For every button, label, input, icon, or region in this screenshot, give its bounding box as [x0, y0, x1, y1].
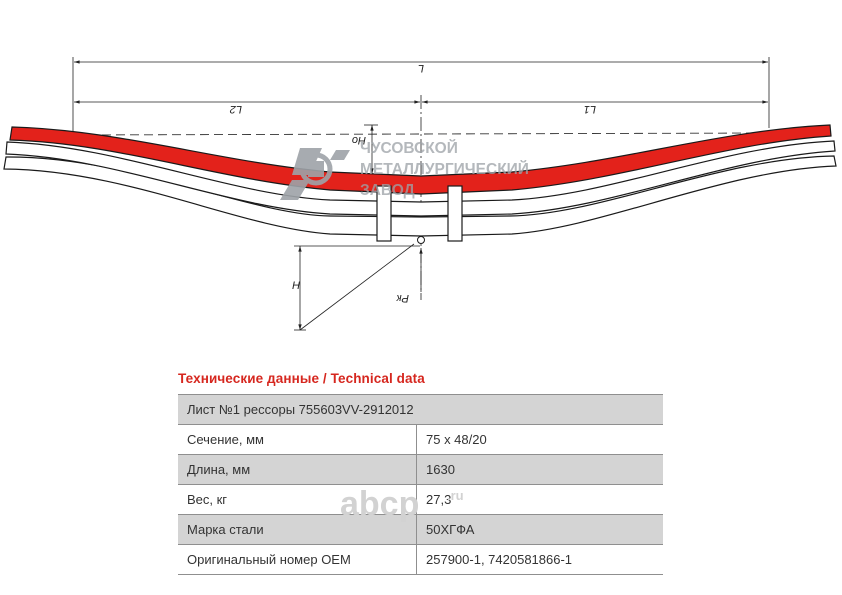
cmz-logo: ЧУСОВСКОЙ МЕТАЛЛУРГИЧЕСКИЙ ЗАВОД — [280, 139, 529, 200]
dimension-arch: Ho — [352, 124, 378, 174]
row-value: 27,3 — [416, 484, 663, 515]
dim-label-l1: L1 — [584, 103, 596, 115]
part-name: Лист №1 рессоры 755603VV-2912012 — [178, 394, 663, 425]
row-value: 257900-1, 7420581866-1 — [416, 544, 663, 575]
dimension-halves: L2 L1 — [74, 95, 768, 300]
table-row: Оригинальный номер OEM 257900-1, 7420581… — [178, 544, 663, 575]
chord-line — [73, 132, 770, 136]
dim-label-l: L — [418, 62, 424, 74]
table-row: Длина, мм 1630 — [178, 454, 663, 485]
technical-data-table: Лист №1 рессоры 755603VV-2912012 Сечение… — [178, 394, 663, 575]
clamp-left — [376, 185, 392, 242]
load-label: Pк — [396, 292, 409, 304]
row-label: Вес, кг — [178, 484, 417, 515]
table-header-row: Лист №1 рессоры 755603VV-2912012 — [178, 394, 663, 425]
table-row: Марка стали 50ХГФА — [178, 514, 663, 545]
leaf-spring — [3, 124, 837, 244]
logo-line-1: ЧУСОВСКОЙ — [360, 139, 458, 157]
clamp-right — [447, 185, 463, 242]
dim-label-h: H — [292, 280, 300, 292]
table-row: Вес, кг 27,3 — [178, 484, 663, 515]
dimension-overall: L — [72, 57, 770, 135]
row-value: 50ХГФА — [416, 514, 663, 545]
leaf-spring-drawing: L L2 L1 Ho H Pк — [3, 57, 837, 331]
logo-line-3: ЗАВОД — [360, 182, 415, 199]
cmz-logo-icon — [280, 148, 350, 200]
logo-line-2: МЕТАЛЛУРГИЧЕСКИЙ — [360, 160, 529, 178]
center-bolt — [417, 236, 425, 244]
row-label: Марка стали — [178, 514, 417, 545]
table-title: Технические данные / Technical data — [178, 371, 425, 386]
row-value: 1630 — [416, 454, 663, 485]
row-label: Оригинальный номер OEM — [178, 544, 417, 575]
table-row: Сечение, мм 75 х 48/20 — [178, 424, 663, 455]
row-label: Сечение, мм — [178, 424, 417, 455]
leaf-2 — [5, 140, 836, 217]
dimension-height: H — [292, 243, 420, 331]
dim-label-l2: L2 — [230, 103, 242, 115]
leaf-1-main — [9, 124, 832, 195]
load-arrow: Pк — [396, 248, 423, 304]
dim-label-ho: Ho — [352, 134, 366, 146]
row-label: Длина, мм — [178, 454, 417, 485]
row-value: 75 х 48/20 — [416, 424, 663, 455]
